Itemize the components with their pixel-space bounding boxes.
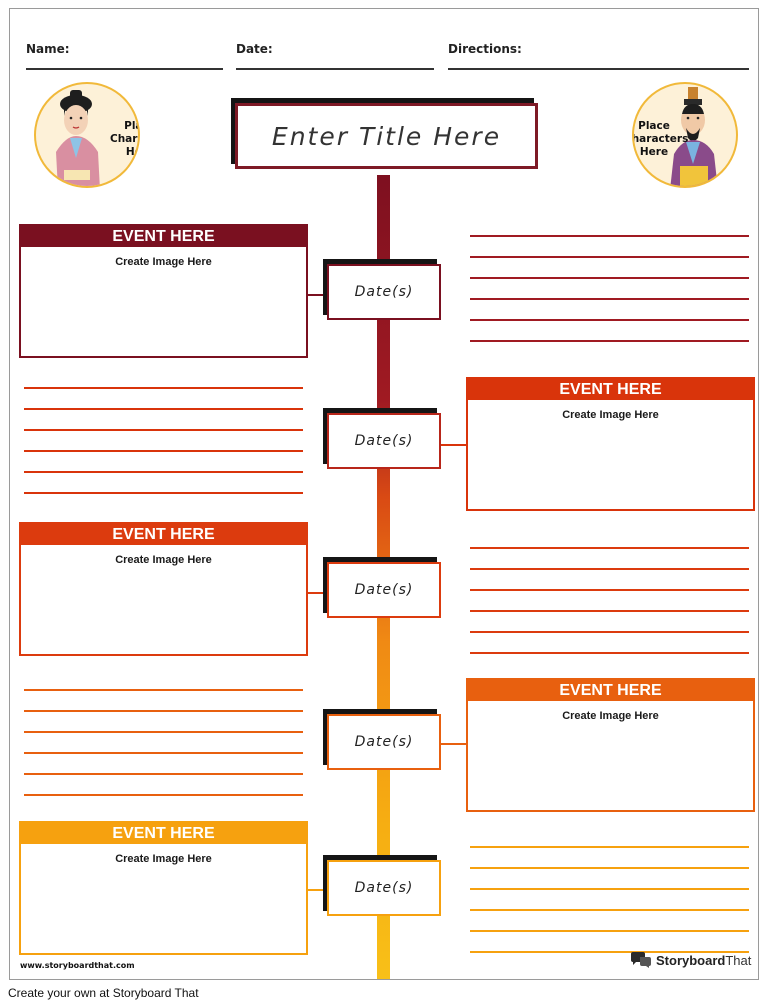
- writing-line: [24, 492, 303, 494]
- event-image-placeholder-1: Create Image Here: [115, 256, 212, 268]
- event-image-placeholder-4: Create Image Here: [562, 710, 659, 722]
- writing-line: [470, 589, 749, 591]
- event-heading-1: EVENT HERE: [21, 226, 306, 247]
- event-card-1[interactable]: EVENT HERE Create Image Here: [19, 224, 308, 358]
- date-box-1[interactable]: Date(s): [327, 264, 441, 320]
- footer-link[interactable]: Create your own at Storyboard That: [8, 986, 199, 1000]
- character-circle-right[interactable]: Place Characters Here: [632, 82, 738, 188]
- name-field[interactable]: [26, 68, 223, 70]
- date-label: Date:: [236, 42, 273, 56]
- writing-line: [470, 235, 749, 237]
- date-box-2[interactable]: Date(s): [327, 413, 441, 469]
- writing-line: [24, 710, 303, 712]
- writing-line: [470, 610, 749, 612]
- speech-bubbles-icon: [631, 952, 651, 968]
- connector-1: [308, 294, 324, 296]
- writing-line: [470, 846, 749, 848]
- writing-line: [24, 773, 303, 775]
- event-image-placeholder-3: Create Image Here: [115, 554, 212, 566]
- writing-line: [470, 319, 749, 321]
- character-circle-left[interactable]: Place Characters Here: [34, 82, 140, 188]
- title-box[interactable]: Enter Title Here: [235, 103, 538, 169]
- date-box-5[interactable]: Date(s): [327, 860, 441, 916]
- site-url: www.storyboardthat.com: [20, 961, 135, 970]
- event-heading-2: EVENT HERE: [468, 379, 753, 400]
- event-heading-4: EVENT HERE: [468, 680, 753, 701]
- writing-line: [24, 387, 303, 389]
- event-card-2[interactable]: EVENT HERE Create Image Here: [466, 377, 755, 511]
- emperor-character-icon: [670, 87, 718, 186]
- connector-4: [441, 743, 467, 745]
- writing-line: [470, 631, 749, 633]
- logo-text-bold: Storyboard: [656, 952, 726, 968]
- writing-line: [470, 298, 749, 300]
- connector-5: [308, 889, 324, 891]
- writing-line: [24, 794, 303, 796]
- writing-line: [470, 867, 749, 869]
- connector-3: [308, 592, 324, 594]
- event-image-placeholder-2: Create Image Here: [562, 409, 659, 421]
- writing-line: [470, 909, 749, 911]
- date-box-3[interactable]: Date(s): [327, 562, 441, 618]
- writing-line: [470, 547, 749, 549]
- writing-line: [470, 951, 749, 953]
- writing-line: [470, 568, 749, 570]
- directions-label: Directions:: [448, 42, 522, 56]
- writing-line: [24, 752, 303, 754]
- writing-line: [24, 408, 303, 410]
- event-card-3[interactable]: EVENT HERE Create Image Here: [19, 522, 308, 656]
- name-label: Name:: [26, 42, 70, 56]
- directions-field[interactable]: [448, 68, 749, 70]
- writing-line: [24, 689, 303, 691]
- date-box-4[interactable]: Date(s): [327, 714, 441, 770]
- connector-2: [441, 444, 467, 446]
- event-image-placeholder-5: Create Image Here: [115, 853, 212, 865]
- event-heading-5: EVENT HERE: [21, 823, 306, 844]
- writing-line: [470, 277, 749, 279]
- writing-line: [470, 652, 749, 654]
- page-title: Enter Title Here: [271, 121, 502, 151]
- event-card-5[interactable]: EVENT HERE Create Image Here: [19, 821, 308, 955]
- date-field[interactable]: [236, 68, 434, 70]
- storyboardthat-logo: StoryboardThat: [630, 952, 751, 968]
- writing-line: [24, 450, 303, 452]
- event-card-4[interactable]: EVENT HERE Create Image Here: [466, 678, 755, 812]
- writing-line: [470, 256, 749, 258]
- character-placeholder-text-right: Place Characters Here: [632, 120, 689, 158]
- worksheet: Name: Date: Directions: Place Characters…: [9, 8, 759, 980]
- event-heading-3: EVENT HERE: [21, 524, 306, 545]
- writing-line: [24, 429, 303, 431]
- writing-line: [470, 930, 749, 932]
- writing-line: [24, 471, 303, 473]
- writing-line: [470, 888, 749, 890]
- writing-line: [24, 731, 303, 733]
- logo-text-light: That: [725, 952, 752, 968]
- character-placeholder-text-left: Place Characters Here: [110, 120, 138, 158]
- empress-character-icon: [56, 90, 100, 186]
- writing-line: [470, 340, 749, 342]
